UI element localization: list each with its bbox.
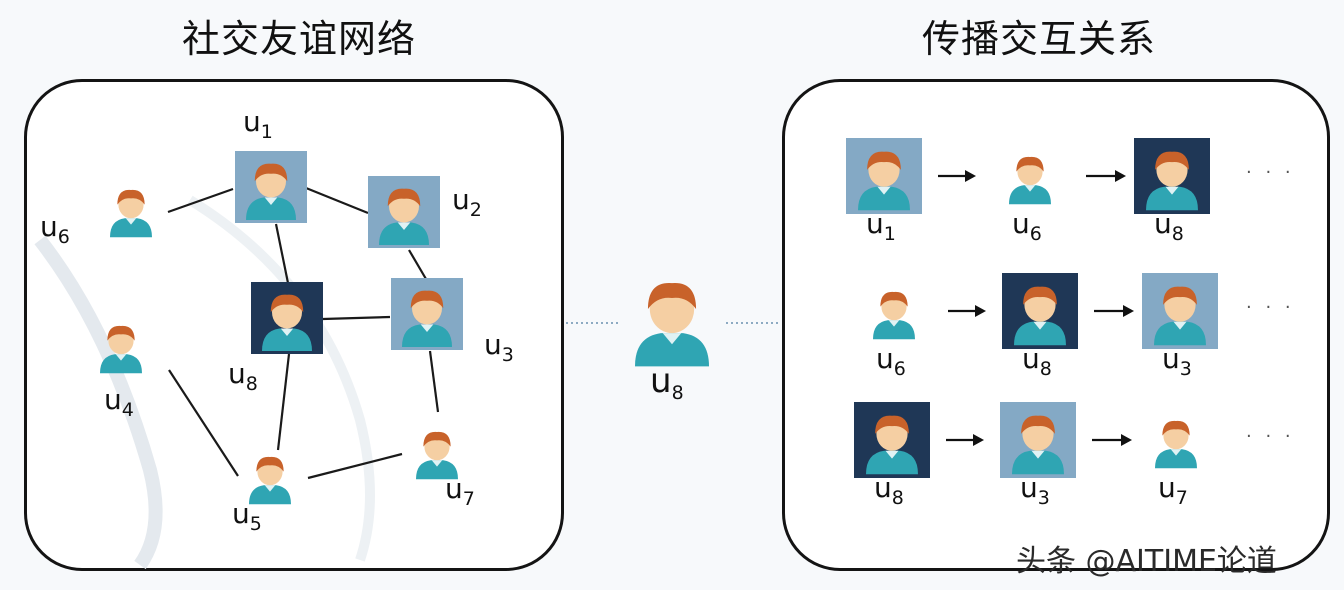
user-avatar-icon: [858, 151, 910, 211]
user-avatar-icon: [873, 291, 915, 340]
continuation-dots-seq3: · · ·: [1246, 426, 1295, 447]
node-u7-network: [416, 431, 458, 480]
node-u5-network: [249, 456, 291, 505]
background-swirl: [187, 195, 375, 562]
arrow-seq3-1: [946, 434, 984, 446]
arrow-seq2-1: [948, 305, 986, 317]
background-swirl: [34, 235, 163, 570]
edge-u8-u5: [276, 353, 291, 451]
label-u1-network: u1: [243, 105, 273, 143]
edge-u3-u7: [428, 350, 440, 413]
label-u3-seq2-3: u3: [1162, 342, 1192, 380]
user-avatar-icon: [1014, 286, 1066, 346]
label-u8-network: u8: [228, 357, 258, 395]
node-u4-network: [100, 325, 142, 374]
user-avatar-icon: [635, 283, 709, 367]
label-u5-network: u5: [232, 497, 262, 535]
user-avatar-icon: [1154, 286, 1206, 346]
label-u8-center: u8: [650, 361, 684, 404]
center-user-u8: [635, 283, 709, 367]
user-avatar-icon: [262, 294, 312, 351]
node-u6-seq1-2: [1009, 156, 1051, 205]
label-u6-network: u6: [40, 210, 70, 248]
user-avatar-icon: [416, 431, 458, 480]
watermark: 头条 @AITIME论道: [1016, 544, 1277, 579]
node-u6-network: [110, 189, 152, 238]
edge-u4-u5: [168, 369, 239, 477]
node-u8-seq2-2: [1002, 273, 1078, 349]
node-u8-seq3-1: [854, 402, 930, 478]
arrow-seq1-1: [938, 170, 976, 182]
user-avatar-icon: [100, 325, 142, 374]
edge-u8-u3: [322, 315, 391, 321]
user-avatar-icon: [1155, 420, 1197, 469]
node-u6-seq2-1: [873, 291, 915, 340]
node-u7-seq3-3: [1155, 420, 1197, 469]
edge-u1-u2: [305, 186, 369, 215]
label-u6-seq1-2: u6: [1012, 207, 1042, 245]
arrow-seq2-2: [1094, 305, 1134, 317]
label-u7-network: u7: [445, 472, 475, 510]
user-avatar-icon: [1012, 415, 1064, 475]
label-u8-seq2-2: u8: [1022, 342, 1052, 380]
user-avatar-icon: [1009, 156, 1051, 205]
continuation-dots-seq1: · · ·: [1246, 162, 1295, 183]
edge-u5-u7: [307, 452, 403, 480]
node-u1-network: [235, 151, 307, 223]
label-u1-seq1-1: u1: [866, 207, 896, 245]
node-u1-seq1-1: [846, 138, 922, 214]
user-avatar-icon: [1146, 151, 1198, 211]
node-u3-seq2-3: [1142, 273, 1218, 349]
label-u8-seq1-3: u8: [1154, 207, 1184, 245]
edge-u6-u1: [167, 187, 234, 214]
continuation-dots-seq2: · · ·: [1246, 297, 1295, 318]
edge-u2-u3: [408, 249, 427, 280]
node-u8-seq1-3: [1134, 138, 1210, 214]
user-avatar-icon: [249, 456, 291, 505]
label-u7-seq3-3: u7: [1158, 471, 1188, 509]
label-u4-network: u4: [104, 383, 134, 421]
node-u3-network: [391, 278, 463, 350]
edge-u1-u8: [274, 223, 290, 284]
label-u3-seq3-2: u3: [1020, 471, 1050, 509]
node-u2-network: [368, 176, 440, 248]
user-avatar-icon: [110, 189, 152, 238]
arrow-seq3-2: [1092, 434, 1132, 446]
label-u8-seq3-1: u8: [874, 471, 904, 509]
label-u2-network: u2: [452, 183, 482, 221]
right-title: 传播交互关系: [922, 17, 1157, 61]
arrow-seq1-2: [1086, 170, 1126, 182]
label-u3-network: u3: [484, 328, 514, 366]
user-avatar-icon: [402, 290, 452, 347]
node-u3-seq3-2: [1000, 402, 1076, 478]
left-title: 社交友谊网络: [182, 17, 417, 61]
user-avatar-icon: [246, 163, 296, 220]
node-u8-network: [251, 282, 323, 354]
user-avatar-icon: [866, 415, 918, 475]
user-avatar-icon: [379, 188, 429, 245]
label-u6-seq2-1: u6: [876, 342, 906, 380]
